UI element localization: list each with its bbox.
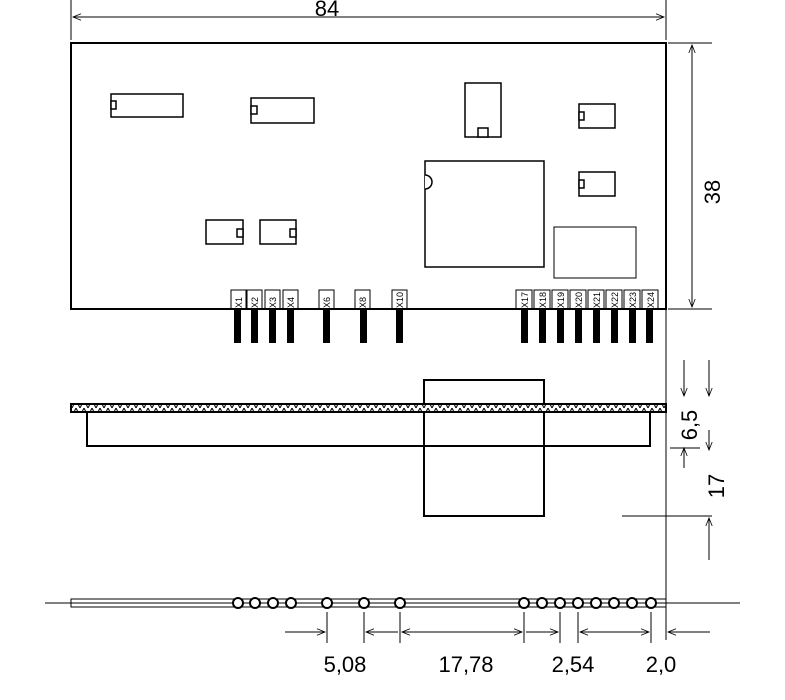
pin-label-x1: X1 xyxy=(234,297,244,308)
component-resistor-2-mark xyxy=(250,105,258,115)
pin-x2: X2 xyxy=(246,289,263,343)
pin-x20: X20 xyxy=(569,289,587,343)
component-diode-2-mark xyxy=(578,179,585,189)
pin-group: X1 X2 X3 X4 X6 xyxy=(230,289,659,343)
pin-label-x4: X4 xyxy=(286,297,296,308)
pin-label-x23: X23 xyxy=(628,292,638,308)
pin-label-x20: X20 xyxy=(574,292,584,308)
component-diode-1-mark xyxy=(578,111,585,121)
pin-x6: X6 xyxy=(318,289,335,343)
pin-x23: X23 xyxy=(623,289,641,343)
pin-label-x8: X8 xyxy=(358,297,368,308)
component-capacitor-2-mark xyxy=(289,228,297,238)
side-component-top xyxy=(423,379,545,405)
pin-label-x17: X17 xyxy=(520,292,530,308)
pad-x3 xyxy=(267,597,279,609)
board-width-label: 84 xyxy=(315,0,339,21)
component-crystal xyxy=(553,226,637,279)
gap-group-label: 17,78 xyxy=(438,652,493,677)
side-pcb-layer xyxy=(70,403,667,413)
top-view: 84 X1 X2 xyxy=(70,0,725,343)
component-above-label: 6,5 xyxy=(677,410,702,441)
pin-label-x2: X2 xyxy=(250,297,260,308)
pin-x3: X3 xyxy=(264,289,281,343)
component-main-ic xyxy=(424,160,545,268)
pin-x18: X18 xyxy=(533,289,551,343)
side-component-bottom xyxy=(423,411,545,517)
pin-x22: X22 xyxy=(605,289,623,343)
pad-x1 xyxy=(232,597,244,609)
component-diode-1 xyxy=(578,103,616,129)
pin-label-x6: X6 xyxy=(322,297,332,308)
board-height-label: 38 xyxy=(700,180,725,204)
pcb-board-outline xyxy=(70,42,667,310)
pin-x24: X24 xyxy=(641,289,659,343)
pad-x6 xyxy=(321,597,333,609)
pad-x2 xyxy=(249,597,261,609)
pin-x1: X1 xyxy=(230,289,247,343)
ic-notch xyxy=(424,174,433,190)
pin-label-x18: X18 xyxy=(538,292,548,308)
pin-x8: X8 xyxy=(354,289,371,343)
pin-pitch-label: 2,54 xyxy=(552,652,595,677)
component-capacitor-1-mark xyxy=(236,228,244,238)
component-resistor-1 xyxy=(110,93,184,118)
pad-x22 xyxy=(608,597,620,609)
component-regulator-tab xyxy=(477,127,489,138)
pad-x10 xyxy=(394,597,406,609)
edge-offset-label: 2,0 xyxy=(646,652,677,677)
pin-label-x19: X19 xyxy=(556,292,566,308)
component-resistor-1-mark xyxy=(110,100,117,110)
pin-label-x21: X21 xyxy=(592,292,602,308)
pad-x8 xyxy=(358,597,370,609)
pitch-group-label: 5,08 xyxy=(324,652,367,677)
pin-x17: X17 xyxy=(515,289,533,343)
pin-x21: X21 xyxy=(587,289,605,343)
pin-label-x22: X22 xyxy=(610,292,620,308)
side-bottom-shield xyxy=(86,411,651,447)
pad-x24 xyxy=(645,597,657,609)
pad-x21 xyxy=(590,597,602,609)
pin-label-x3: X3 xyxy=(268,297,278,308)
edge-view: 5,08 17,78 2,54 2,0 xyxy=(45,309,740,677)
pin-label-x24: X24 xyxy=(646,292,656,308)
component-resistor-2 xyxy=(250,97,315,124)
pin-x4: X4 xyxy=(282,289,299,343)
component-below-label: 17 xyxy=(704,474,729,498)
pad-x23 xyxy=(626,597,638,609)
pin-x10: X10 xyxy=(391,289,408,343)
pad-x4 xyxy=(285,597,297,609)
pad-x17 xyxy=(518,597,530,609)
side-view: 6,5 17 xyxy=(70,360,729,560)
component-diode-2 xyxy=(578,171,616,197)
pad-x18 xyxy=(536,597,548,609)
pad-x20 xyxy=(572,597,584,609)
pin-x19: X19 xyxy=(551,289,569,343)
pin-label-x10: X10 xyxy=(395,292,405,308)
pad-x19 xyxy=(554,597,566,609)
